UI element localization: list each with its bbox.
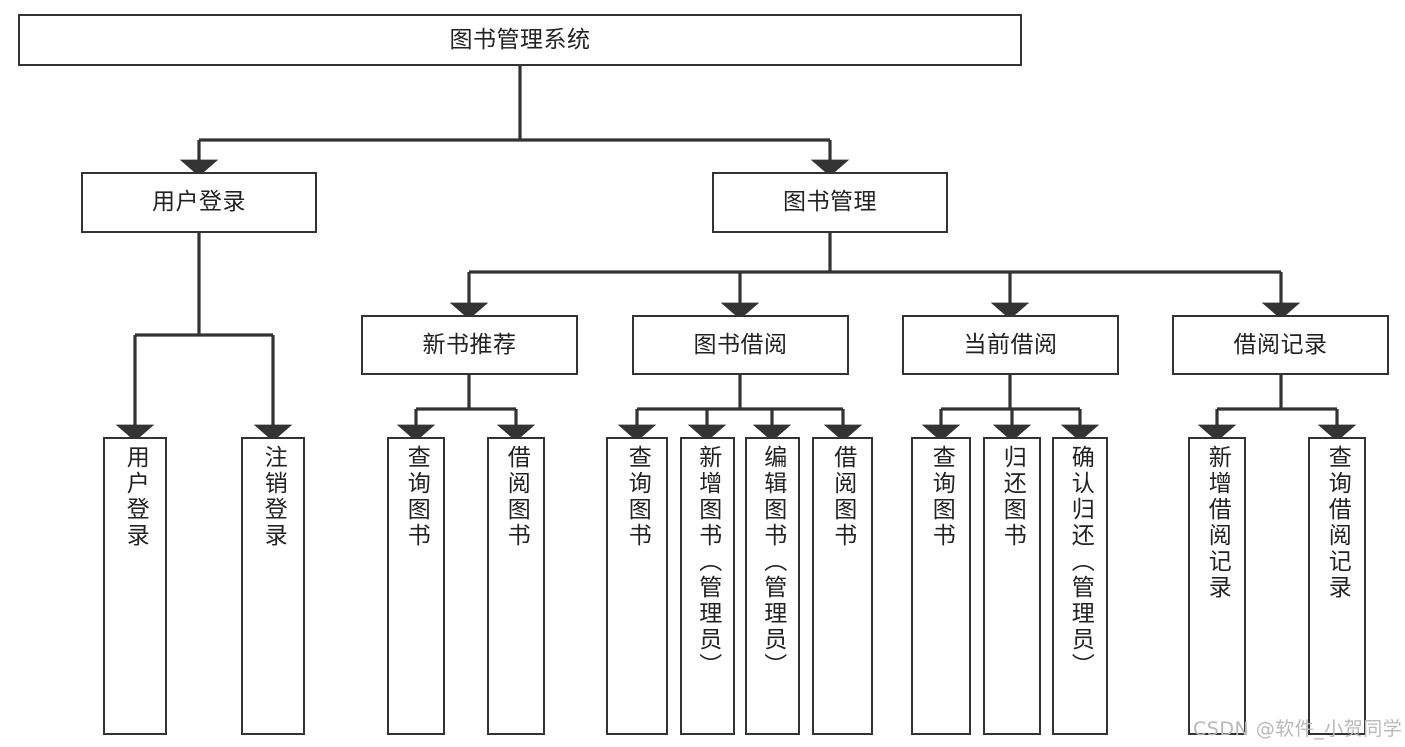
leaf-query-book-borrow-label: 查询图书 [624,445,651,549]
leaf-query-borrow-record[interactable]: 查询借阅记录 [1308,437,1366,735]
node-new-book-recommend-label: 新书推荐 [422,331,517,358]
leaf-confirm-return-admin[interactable]: 确认归还（管理员） [1052,437,1108,735]
node-current-borrow-label: 当前借阅 [963,331,1058,358]
node-book-management-label: 图书管理 [783,189,877,216]
leaf-edit-book-admin-label: 编辑图书（管理员） [759,445,786,679]
node-current-borrow[interactable]: 当前借阅 [902,315,1119,375]
node-user-login-label: 用户登录 [152,189,246,216]
node-root[interactable]: 图书管理系统 [18,14,1022,66]
leaf-user-login[interactable]: 用户登录 [103,437,167,735]
node-borrow-record[interactable]: 借阅记录 [1172,315,1389,375]
leaf-logout[interactable]: 注销登录 [241,437,305,735]
leaf-borrow-book-newbook-label: 借阅图书 [503,445,530,549]
leaf-query-book-newbook-label: 查询图书 [403,445,430,549]
leaf-query-book-current-label: 查询图书 [928,445,955,549]
leaf-return-book[interactable]: 归还图书 [983,437,1041,735]
leaf-user-login-label: 用户登录 [122,445,149,549]
leaf-return-book-label: 归还图书 [999,445,1026,549]
leaf-borrow-book-label: 借阅图书 [829,445,856,549]
leaf-edit-book-admin[interactable]: 编辑图书（管理员） [745,437,800,735]
leaf-query-borrow-record-label: 查询借阅记录 [1324,445,1351,601]
leaf-add-book-admin-label: 新增图书（管理员） [694,445,721,679]
node-book-borrow[interactable]: 图书借阅 [632,315,849,375]
leaf-logout-label: 注销登录 [260,445,287,549]
node-borrow-record-label: 借阅记录 [1233,331,1328,358]
leaf-query-book-borrow[interactable]: 查询图书 [606,437,668,735]
node-user-login[interactable]: 用户登录 [81,172,317,233]
node-book-management[interactable]: 图书管理 [712,172,948,233]
node-new-book-recommend[interactable]: 新书推荐 [361,315,578,375]
leaf-add-borrow-record-label: 新增借阅记录 [1204,445,1231,601]
leaf-add-book-admin[interactable]: 新增图书（管理员） [680,437,735,735]
watermark: CSDN @软件_小贺同学 [1193,718,1403,740]
node-book-borrow-label: 图书借阅 [693,331,788,358]
node-root-label: 图书管理系统 [449,26,591,53]
leaf-borrow-book[interactable]: 借阅图书 [812,437,873,735]
leaf-add-borrow-record[interactable]: 新增借阅记录 [1188,437,1246,735]
leaf-query-book-current[interactable]: 查询图书 [911,437,971,735]
leaf-confirm-return-admin-label: 确认归还（管理员） [1067,445,1094,679]
leaf-borrow-book-newbook[interactable]: 借阅图书 [487,437,545,735]
leaf-query-book-newbook[interactable]: 查询图书 [387,437,445,735]
